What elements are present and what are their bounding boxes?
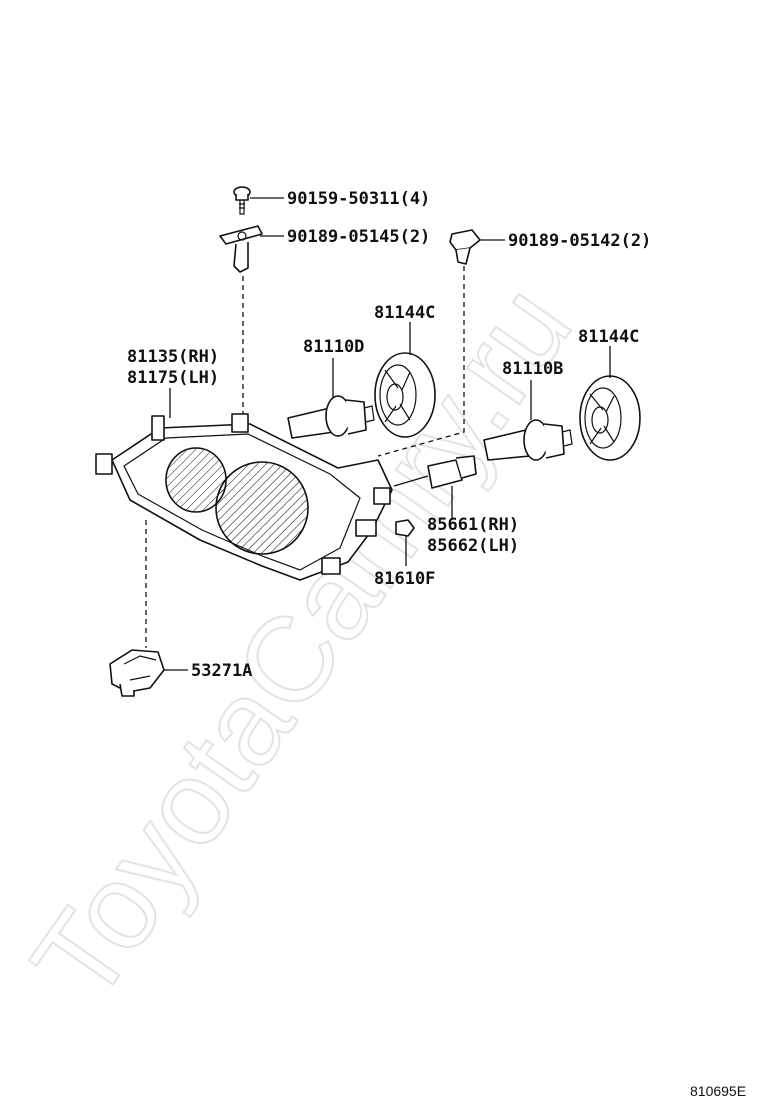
socket-part[interactable] (393, 455, 477, 489)
clip-left-part[interactable] (219, 225, 263, 273)
bulb-right-part[interactable] (483, 419, 573, 461)
screw-label[interactable]: 90159-50311(4) (287, 189, 430, 209)
clip-left-label[interactable]: 90189-05145(2) (287, 227, 430, 247)
bracket-label[interactable]: 53271A (191, 661, 252, 681)
bulb-right-label[interactable]: 81110B (502, 359, 563, 379)
cover-left-part[interactable] (374, 352, 436, 438)
clip-right-part[interactable] (449, 229, 481, 265)
housing-lh-label[interactable]: 81175(LH) (127, 368, 219, 388)
socket-lh-label[interactable]: 85662(LH) (427, 536, 519, 556)
bulb-left-part[interactable] (287, 395, 375, 439)
small-bulb-part[interactable] (395, 519, 415, 537)
cover-left-label[interactable]: 81144C (374, 303, 435, 323)
small-bulb-label[interactable]: 81610F (374, 569, 435, 589)
headlamp-housing-part[interactable] (95, 413, 393, 581)
bulb-left-label[interactable]: 81110D (303, 337, 364, 357)
socket-rh-label[interactable]: 85661(RH) (427, 515, 519, 535)
cover-right-label[interactable]: 81144C (578, 327, 639, 347)
screw-part[interactable] (233, 186, 251, 215)
diagram-code: 810695E (690, 1083, 746, 1099)
clip-right-label[interactable]: 90189-05142(2) (508, 231, 651, 251)
housing-rh-label[interactable]: 81135(RH) (127, 347, 219, 367)
cover-right-part[interactable] (579, 375, 641, 461)
bracket-part[interactable] (109, 649, 165, 697)
clip-right-dashline (377, 266, 465, 457)
